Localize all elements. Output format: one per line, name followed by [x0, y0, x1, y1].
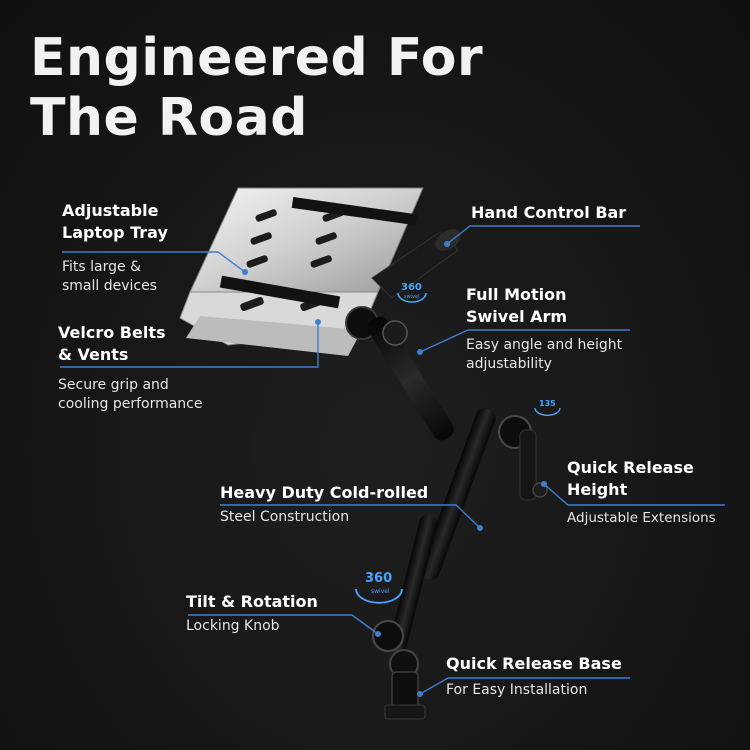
callout-desc: Fits large & small devices — [62, 259, 158, 294]
callout-desc: For Easy Installation — [446, 682, 588, 698]
callout-heavy-duty-steel: Heavy Duty Cold-rolled Steel Constructio… — [220, 482, 428, 527]
callout-quick-release-base: Quick Release Base For Easy Installation — [446, 653, 622, 700]
swivel-badge-low: 360 swivel — [355, 571, 403, 604]
callout-tilt-rotation: Tilt & Rotation Locking Knob — [186, 591, 318, 636]
svg-text:swivel: swivel — [371, 588, 390, 595]
callout-hand-control-bar: Hand Control Bar — [471, 202, 626, 224]
callout-title: Quick Release Height — [567, 458, 694, 499]
mount-arm — [345, 306, 548, 720]
svg-text:360: 360 — [401, 282, 422, 293]
callout-title: Heavy Duty Cold-rolled — [220, 483, 429, 502]
svg-text:swivel: swivel — [404, 294, 420, 300]
headline-line-1: Engineered For — [30, 28, 484, 88]
callout-desc: Steel Construction — [220, 509, 350, 525]
callout-title: Full Motion Swivel Arm — [466, 285, 568, 326]
callout-title: Adjustable Laptop Tray — [62, 201, 168, 242]
svg-text:135: 135 — [539, 399, 556, 408]
callout-desc: Easy angle and height adjustability — [466, 337, 623, 372]
vent-holes — [240, 209, 344, 312]
callout-desc: Adjustable Extensions — [567, 510, 716, 526]
callout-swivel-arm: Full Motion Swivel Arm Easy angle and he… — [466, 284, 622, 374]
headline-line-2: The Road — [30, 88, 308, 148]
swivel-badge-mid: 135 — [534, 399, 561, 416]
swivel-badge-top: 360 swivel — [397, 282, 427, 303]
velcro-belts — [219, 196, 418, 309]
headline: Engineered For The Road — [30, 28, 483, 148]
callout-title: Hand Control Bar — [471, 203, 627, 222]
callout-title: Quick Release Base — [446, 654, 622, 673]
callout-title: Tilt & Rotation — [186, 592, 318, 611]
callout-title: Velcro Belts & Vents — [58, 323, 166, 364]
leader-lines — [60, 225, 725, 697]
callout-laptop-tray: Adjustable Laptop Tray Fits large & smal… — [62, 200, 168, 296]
hand-control-bar — [371, 229, 461, 299]
callout-desc: Secure grip and cooling performance — [58, 377, 203, 412]
laptop-tray — [179, 187, 424, 356]
callout-quick-release-height: Quick Release Height Adjustable Extensio… — [567, 457, 716, 528]
callout-desc: Locking Knob — [186, 618, 280, 634]
svg-text:360: 360 — [365, 571, 392, 586]
callout-velcro-belts: Velcro Belts & Vents Secure grip and coo… — [58, 322, 202, 414]
